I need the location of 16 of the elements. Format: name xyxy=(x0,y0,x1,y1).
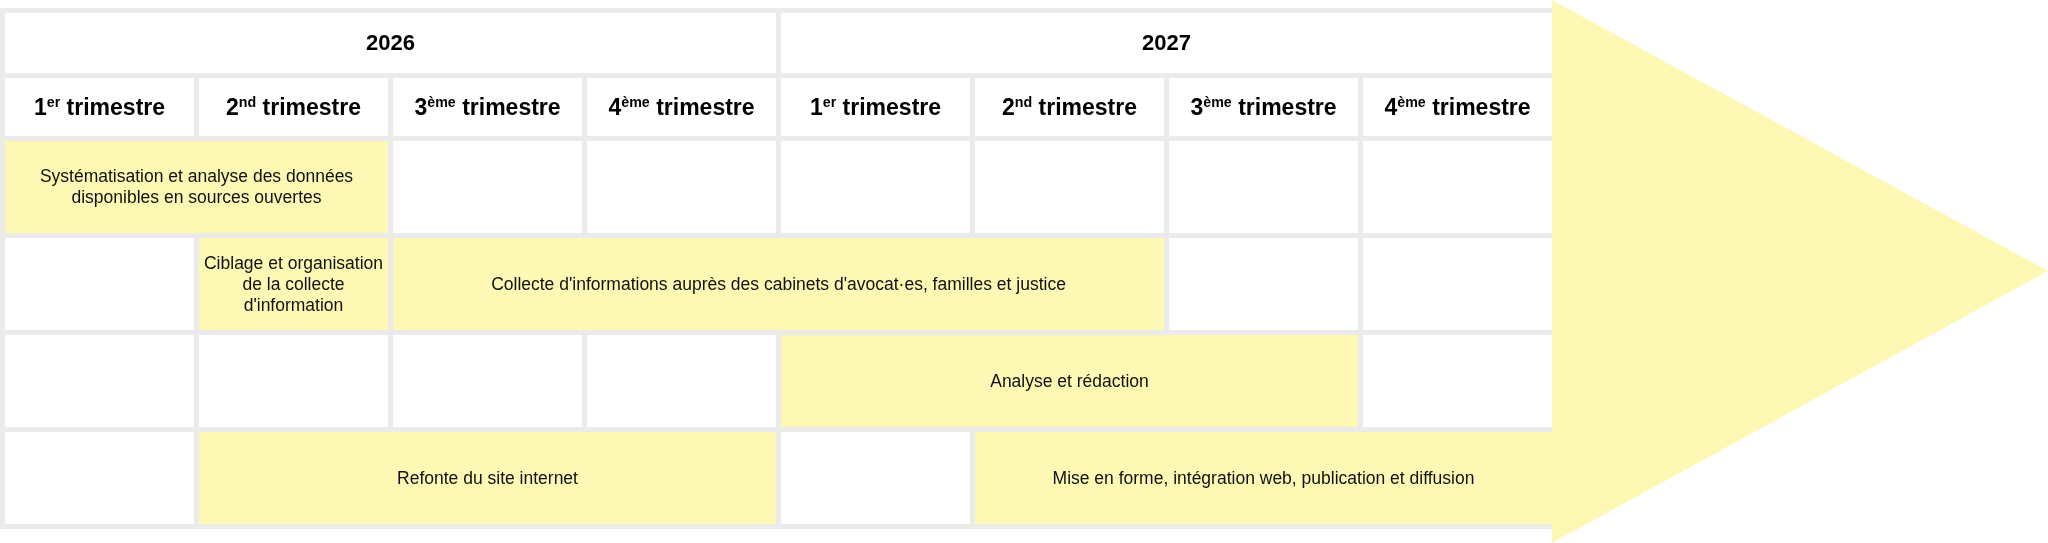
quarter-header: 2$^{nd}$ trimestre xyxy=(975,78,1164,136)
quarter-header: 3$^{ème}$ trimestre xyxy=(393,78,582,136)
task-bar: Ciblage et organisation de la collecte d'information xyxy=(199,238,388,330)
task-bar: Systématisation et analyse des données disponibles en sources ouvertes xyxy=(5,141,388,233)
task-bar: Mise en forme, intégration web, publication et diffusion xyxy=(975,432,1552,524)
quarter-header: 4$^{ème}$ trimestre xyxy=(1363,78,1552,136)
task-bar: Analyse et rédaction xyxy=(781,335,1358,427)
task-bar: Collecte d'informations auprès des cabinets d'avocat·es, familles et justice xyxy=(393,238,1164,330)
quarter-header: 2$^{nd}$ trimestre xyxy=(199,78,388,136)
task-bar: Refonte du site internet xyxy=(199,432,776,524)
year-header: 2026 xyxy=(5,13,776,73)
quarter-header: 1$^{er}$ trimestre xyxy=(5,78,194,136)
quarter-header: 1$^{er}$ trimestre xyxy=(781,78,970,136)
year-header: 2027 xyxy=(781,13,1552,73)
quarter-header: 4$^{ème}$ trimestre xyxy=(587,78,776,136)
quarter-header: 3$^{ème}$ trimestre xyxy=(1169,78,1358,136)
